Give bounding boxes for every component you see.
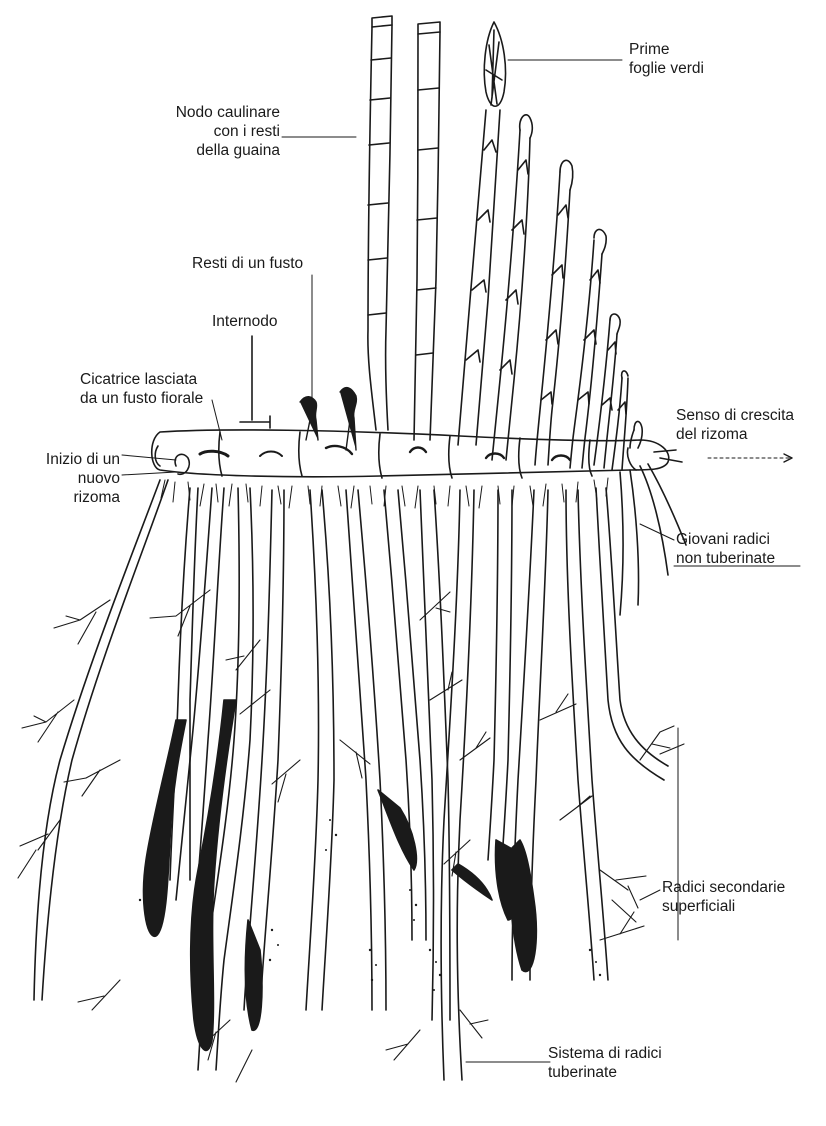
spear-2 — [492, 115, 532, 460]
label-line: nuovo — [18, 469, 120, 488]
spear-4 — [570, 229, 606, 468]
label-giovani-radici: Giovani radici non tuberinate — [676, 530, 775, 568]
label-line: con i resti — [112, 122, 280, 141]
label-line: non tuberinate — [676, 549, 775, 568]
label-senso-crescita: Senso di crescita del rizoma — [676, 406, 794, 444]
label-cicatrice: Cicatrice lasciata da un fusto fiorale — [80, 370, 203, 408]
label-line: Cicatrice lasciata — [80, 370, 203, 389]
rhizome — [152, 430, 669, 478]
label-prime-foglie-verdi: Prime foglie verdi — [629, 40, 704, 78]
bud-tip — [630, 421, 642, 448]
label-line: rizoma — [18, 488, 120, 507]
label-line: superficiali — [662, 897, 785, 916]
label-radici-secondarie: Radici secondarie superficiali — [662, 878, 785, 916]
label-line: Nodo caulinare — [112, 103, 280, 122]
secondary-branching-roots — [18, 590, 684, 1082]
label-line: Giovani radici — [676, 530, 775, 549]
label-line: da un fusto fiorale — [80, 389, 203, 408]
label-line: Senso di crescita — [676, 406, 794, 425]
tuber-dark-sections — [144, 700, 537, 1050]
label-line: Sistema di radici — [548, 1044, 662, 1063]
label-line: tuberinate — [548, 1063, 662, 1082]
label-resti-fusto: Resti di un fusto — [192, 254, 303, 273]
spear-3 — [535, 160, 573, 465]
label-inizio-rizoma: Inizio di un nuovo rizoma — [18, 450, 120, 507]
label-line: Prime — [629, 40, 704, 59]
mature-stem-2 — [414, 22, 440, 440]
spear-prime-foglie — [458, 22, 506, 445]
spear-5 — [594, 314, 620, 468]
mature-stem-1 — [368, 16, 392, 430]
label-sistema-radici: Sistema di radici tuberinate — [548, 1044, 662, 1082]
internodo-bracket — [240, 336, 270, 428]
label-nodo-caulinare: Nodo caulinare con i resti della guaina — [112, 103, 280, 160]
label-line: del rizoma — [676, 425, 794, 444]
tuberized-roots — [34, 480, 668, 1080]
label-line: foglie verdi — [629, 59, 704, 78]
label-line: Resti di un fusto — [192, 254, 303, 273]
resti-fusto-stumps — [300, 388, 356, 450]
spear-6 — [612, 371, 628, 470]
label-internodo: Internodo — [212, 312, 278, 331]
label-line: Internodo — [212, 312, 278, 331]
label-line: della guaina — [112, 141, 280, 160]
label-line: Inizio di un — [18, 450, 120, 469]
label-line: Radici secondarie — [662, 878, 785, 897]
